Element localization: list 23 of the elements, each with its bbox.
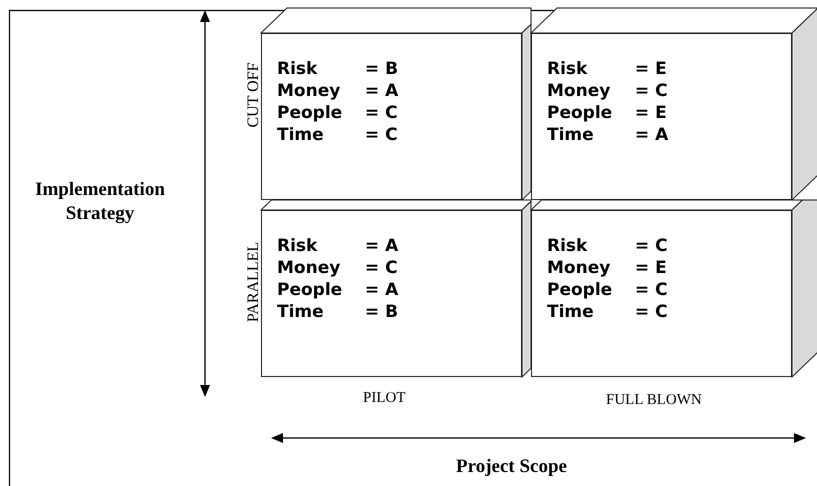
cube-front-face — [531, 210, 792, 377]
column-label: FULL BLOWN — [606, 391, 702, 409]
rating-line: Money = E — [547, 257, 667, 279]
rating-line: Time = C — [277, 124, 398, 146]
rating-line: Risk = A — [277, 235, 398, 257]
row-label: CUT OFF — [245, 62, 263, 128]
rating-line: Time = A — [547, 124, 668, 146]
rating-line: Money = C — [277, 257, 398, 279]
rating-line: Money = C — [547, 80, 668, 102]
rating-line: Risk = B — [277, 58, 398, 80]
rating-line: Time = C — [547, 301, 668, 323]
rating-line: Time = B — [277, 301, 398, 323]
rating-line: People = E — [547, 102, 667, 124]
column-label: PILOT — [363, 389, 406, 407]
rating-line: People = C — [547, 279, 668, 301]
row-label: PARALLEL — [245, 242, 263, 322]
axis-title: Project Scope — [456, 455, 567, 479]
axis-title: Implementation Strategy — [34, 178, 166, 226]
rating-line: Money = A — [277, 80, 398, 102]
rating-line: Risk = C — [547, 235, 668, 257]
rating-line: People = A — [277, 279, 398, 301]
rating-line: Risk = E — [547, 58, 667, 80]
rating-line: People = C — [277, 102, 398, 124]
